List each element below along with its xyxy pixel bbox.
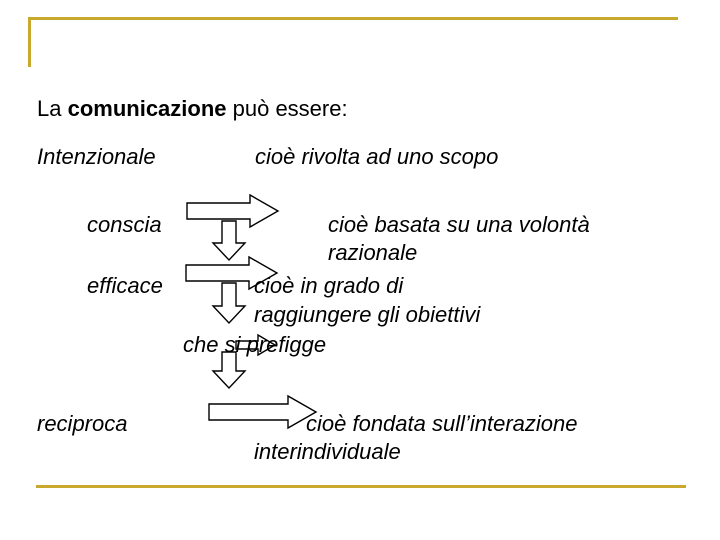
right-arrow-conscia [186,193,280,229]
heading-bold: comunicazione [67,96,227,121]
desc-efficace-line3: che si prefigge [183,332,327,357]
term-reciproca: reciproca [37,411,128,436]
desc-reciproca-line2: interindividuale [254,439,401,464]
right-arrow-reciproca [208,394,318,430]
heading-suffix: può essere: [226,96,348,121]
left-accent-line [28,17,31,67]
term-intenzionale: Intenzionale [37,144,156,169]
desc-conscia-line1: cioè basata su una volontà [328,212,590,237]
heading-prefix: La [37,96,68,121]
right-arrow-efficace [185,255,279,291]
desc-efficace-line1: cioè in grado di [254,273,404,298]
top-accent-line [28,17,678,20]
term-efficace: efficace [87,273,163,298]
right-arrow-prefigge [235,333,277,357]
desc-efficace-line2: raggiungere gli obiettivi [254,302,481,327]
bottom-accent-line [36,485,686,488]
down-arrow-conscia [211,220,247,262]
heading: La comunicazione può essere: [37,96,348,122]
term-conscia: conscia [87,212,162,237]
desc-intenzionale: cioè rivolta ad uno scopo [255,144,499,169]
down-arrow-reciproca [211,351,247,390]
desc-conscia-line2: razionale [328,240,418,265]
desc-reciproca-line1: cioè fondata sull’interazione [306,411,578,436]
down-arrow-efficace [211,282,247,325]
